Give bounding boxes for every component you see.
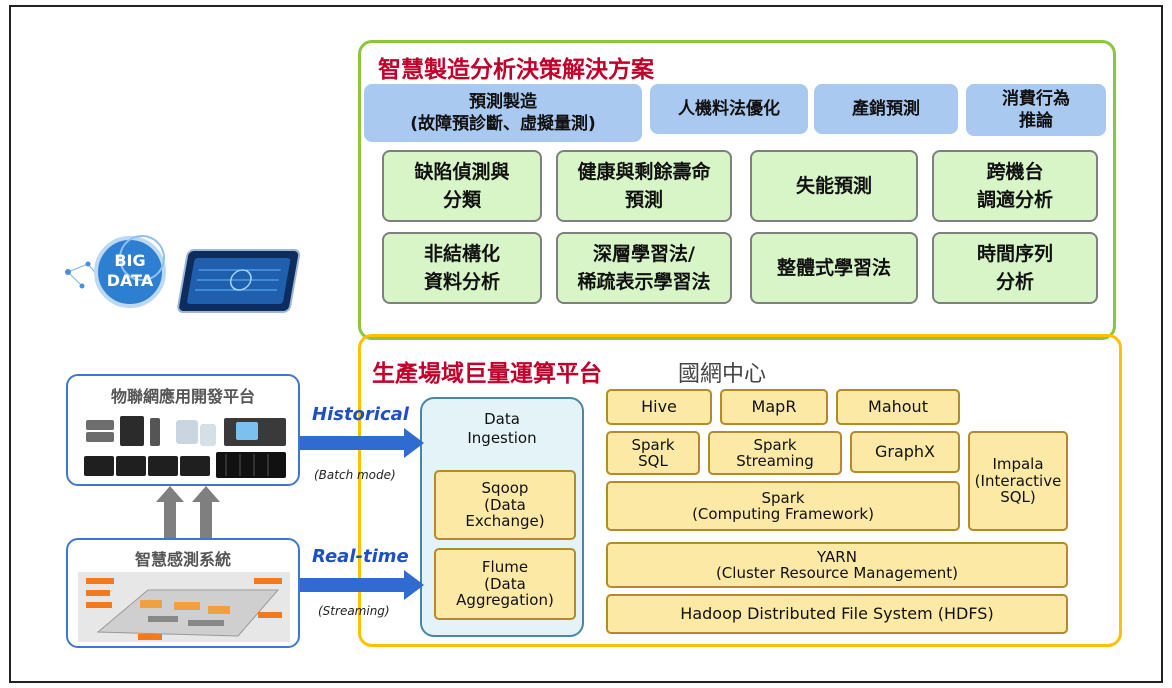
hdfs-box: Hadoop Distributed File System (HDFS): [606, 594, 1068, 634]
sensing-system-title: 智慧感測系統: [134, 550, 231, 569]
flume-desc-line1: (Data: [484, 574, 526, 593]
hive-label: Hive: [641, 397, 677, 417]
method-line2: 預測: [624, 189, 663, 211]
impala-desc-line1: (Interactive: [974, 471, 1062, 490]
impala-box: Impala (Interactive SQL): [968, 431, 1068, 531]
spark-sql-line1: Spark: [631, 435, 675, 454]
method-line2: 稀疏表示學習法: [577, 271, 711, 293]
flume-name: Flume: [481, 558, 529, 577]
big-data-circle-icon: [94, 236, 166, 308]
header-box-sales-forecast: 產銷預測: [814, 84, 958, 134]
header-box-predictive-manufacturing: 預測製造 (故障預診斷、虛擬量測): [364, 84, 642, 142]
spark-sql-line2: SQL: [638, 452, 668, 470]
platform-subtitle: 國網中心: [678, 362, 767, 387]
big-data-logo-line2: DATA: [107, 271, 154, 290]
sqoop-name: Sqoop: [481, 479, 529, 498]
factory-layout-icon: [78, 572, 290, 642]
batch-mode-label: (Batch mode): [314, 468, 396, 482]
method-deep-learning: 深層學習法/ 稀疏表示學習法: [556, 232, 732, 304]
header-box-line1: 預測製造: [469, 91, 537, 112]
mahout-label: Mahout: [868, 397, 928, 417]
data-ingestion-title: Data Ingestion: [420, 408, 584, 450]
historical-arrow-icon: [300, 428, 424, 458]
platform-title: 生產場域巨量運算平台: [372, 361, 602, 387]
method-line2: 資料分析: [423, 271, 500, 293]
graphx-box: GraphX: [850, 431, 960, 473]
sqoop-desc-line1: (Data: [484, 495, 526, 514]
method-time-series: 時間序列 分析: [932, 232, 1098, 304]
header-box-line1: 人機料法優化: [678, 98, 780, 119]
header-box-line1: 產銷預測: [852, 98, 920, 119]
method-line1: 非結構化: [423, 242, 500, 265]
method-line2: 調適分析: [976, 189, 1053, 211]
solutions-title: 智慧製造分析決策解決方案: [378, 57, 654, 83]
big-data-logo-line1: BIG: [114, 251, 145, 270]
platform-panel: [358, 334, 1122, 647]
method-failure-prediction: 失能預測: [750, 150, 918, 222]
method-line1: 時間序列: [976, 242, 1053, 265]
header-box-line2: (故障預診斷、虛擬量測): [410, 114, 596, 134]
method-cross-machine: 跨機台 調適分析: [932, 150, 1098, 222]
realtime-label: Real-time: [312, 546, 409, 567]
big-data-illustration: BIG DATA: [65, 235, 301, 313]
flume-desc-line2: Aggregation): [456, 591, 554, 610]
spark-line2: (Computing Framework): [692, 505, 874, 523]
method-health-remaining-life: 健康與剩餘壽命 預測: [556, 150, 732, 222]
up-arrows-icon: [156, 486, 220, 540]
impala-name: Impala: [992, 455, 1044, 474]
yarn-box: YARN (Cluster Resource Management): [606, 542, 1068, 588]
method-line1: 整體式學習法: [776, 256, 891, 279]
mahout-box: Mahout: [836, 389, 960, 425]
method-line1: 跨機台: [986, 160, 1044, 183]
mapr-box: MapR: [720, 389, 828, 425]
historical-label: Historical: [312, 404, 409, 425]
method-unstructured-data: 非結構化 資料分析: [382, 232, 542, 304]
method-line1: 深層學習法/: [593, 242, 695, 265]
flume-box: Flume (Data Aggregation): [434, 548, 576, 620]
header-box-optimization: 人機料法優化: [650, 84, 808, 134]
method-defect-detection: 缺陷偵測與 分類: [382, 150, 542, 222]
server-hardware-icon: [84, 416, 286, 478]
method-line2: 分析: [995, 271, 1034, 293]
yarn-line2: (Cluster Resource Management): [715, 564, 959, 582]
sqoop-desc-line2: Exchange): [465, 512, 545, 531]
data-ingestion-title-line1: Data: [484, 409, 520, 428]
header-box-line2: 推論: [1019, 111, 1053, 131]
solutions-panel: [358, 40, 1116, 340]
method-line1: 健康與剩餘壽命: [577, 160, 711, 183]
spark-sql-box: Spark SQL: [606, 431, 700, 475]
impala-desc-line2: SQL): [1000, 488, 1036, 507]
header-box-consumer-behavior: 消費行為 推論: [966, 84, 1106, 136]
hdfs-label: Hadoop Distributed File System (HDFS): [680, 604, 994, 624]
spark-line1: Spark: [761, 488, 805, 507]
data-panel-icon: [177, 249, 301, 313]
spark-streaming-line2: Streaming: [736, 452, 814, 470]
method-line1: 失能預測: [795, 174, 872, 197]
streaming-label: (Streaming): [318, 604, 390, 618]
mapr-label: MapR: [751, 397, 797, 417]
spark-box: Spark (Computing Framework): [606, 481, 960, 531]
method-ensemble-learning: 整體式學習法: [750, 232, 918, 304]
yarn-line1: YARN: [817, 547, 857, 566]
method-line2: 分類: [442, 189, 481, 211]
header-box-line1: 消費行為: [1002, 88, 1070, 109]
spark-streaming-box: Spark Streaming: [708, 431, 842, 475]
data-ingestion-title-line2: Ingestion: [467, 429, 537, 447]
outer-frame: [9, 5, 1163, 683]
hive-box: Hive: [606, 389, 712, 425]
sqoop-box: Sqoop (Data Exchange): [434, 470, 576, 540]
graphx-label: GraphX: [874, 442, 936, 462]
iot-platform-title: 物聯網應用開發平台: [110, 387, 255, 406]
method-line1: 缺陷偵測與: [414, 160, 510, 183]
spark-streaming-line1: Spark: [753, 435, 797, 454]
realtime-arrow-icon: [300, 570, 424, 600]
